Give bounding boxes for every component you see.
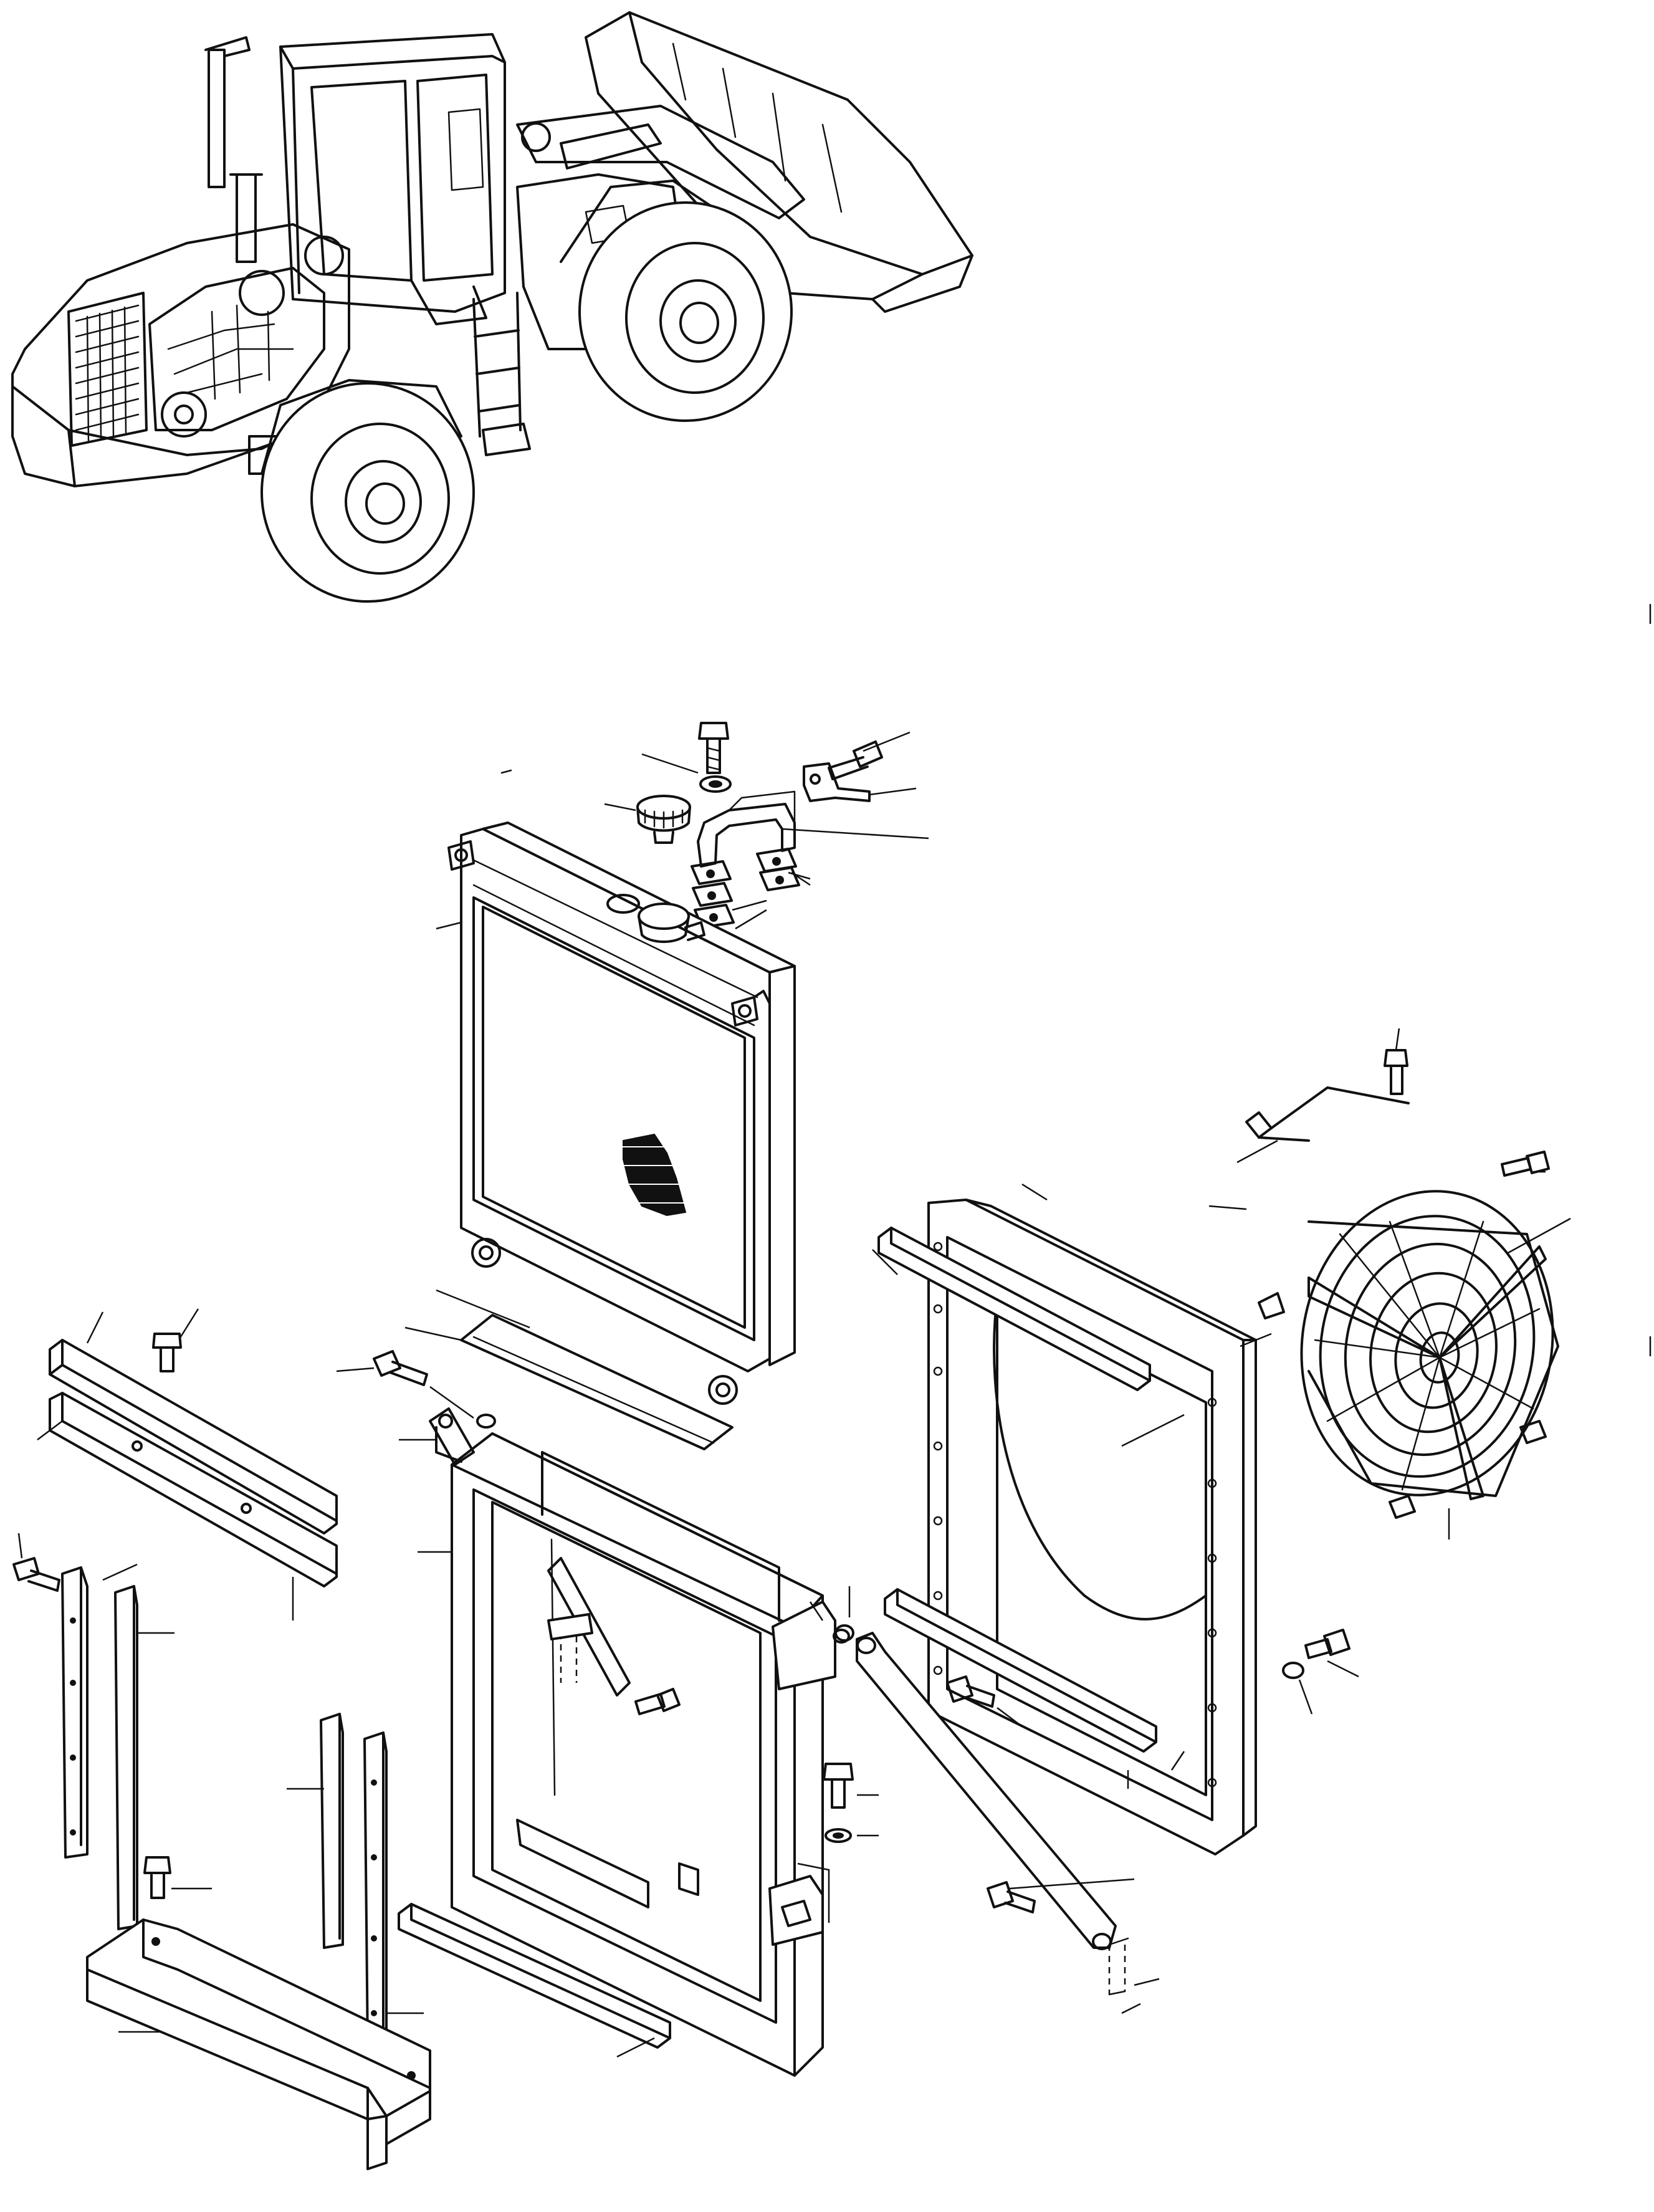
stay-rod-bolt-a bbox=[946, 1675, 995, 1708]
shroud-washer bbox=[1282, 1662, 1304, 1679]
seal-strip bbox=[460, 1314, 734, 1450]
hex-bolt-top bbox=[698, 722, 729, 774]
plate-bracket-small bbox=[803, 762, 871, 802]
loader-lift-arm bbox=[516, 105, 805, 219]
loader-front-wheel bbox=[560, 180, 793, 422]
loader-air-intake bbox=[229, 173, 263, 263]
loader-rear-wheel bbox=[261, 379, 475, 603]
radiator-core-mesh bbox=[623, 1133, 687, 1217]
fan-guard bbox=[1245, 1086, 1559, 1519]
shroud-bolt bbox=[1304, 1629, 1350, 1659]
left-side-strip-a bbox=[61, 1566, 88, 1859]
loader-cab bbox=[279, 33, 506, 325]
wheel-loader-overview bbox=[11, 11, 973, 603]
edge-mark-c bbox=[500, 769, 512, 774]
radiator-frame bbox=[451, 1432, 836, 2077]
frame-lower-bolt bbox=[823, 1763, 854, 1809]
frame-bolt bbox=[634, 1688, 681, 1715]
lock-washer-top bbox=[699, 775, 732, 793]
center-strip-b bbox=[363, 1731, 388, 2049]
fan-shroud bbox=[927, 1199, 1257, 1855]
top-left-bar bbox=[49, 1339, 338, 1535]
lower-bracket-bolt bbox=[143, 1856, 171, 1899]
loader-bucket bbox=[585, 11, 973, 313]
u-bracket-top bbox=[697, 803, 796, 868]
bottom-support-bracket bbox=[86, 1918, 431, 2170]
loader-tilt-cylinder bbox=[560, 123, 662, 170]
strap-bracket bbox=[373, 1350, 496, 1466]
top-mount-hardware bbox=[691, 722, 883, 929]
loader-rear-body bbox=[11, 223, 350, 487]
loader-exhaust-stack bbox=[204, 36, 251, 188]
radiator-cap bbox=[636, 795, 691, 844]
frame-lower-washer bbox=[825, 1828, 852, 1843]
center-strip-a bbox=[320, 1713, 344, 1949]
strap-bolt bbox=[373, 1350, 428, 1386]
frame-side-washer bbox=[833, 1629, 850, 1644]
loader-engine bbox=[148, 236, 344, 438]
loader-ladder bbox=[472, 292, 531, 456]
stay-rod-bolt-b bbox=[987, 1881, 1036, 1913]
top-left-bar-bolt bbox=[152, 1333, 182, 1372]
fan-guard-bolt-top bbox=[1384, 1049, 1408, 1095]
shim-plates bbox=[691, 848, 800, 929]
strap-washer bbox=[476, 1414, 496, 1429]
hex-bolt-side bbox=[828, 740, 883, 780]
loader-arm-pivot bbox=[521, 122, 551, 152]
left-side-bolt bbox=[12, 1557, 60, 1592]
radiator-core bbox=[447, 821, 796, 1405]
fan-guard-bolt-side bbox=[1501, 1151, 1550, 1177]
stay-rod bbox=[856, 1632, 1129, 1996]
loader-rear-grille bbox=[67, 292, 148, 447]
lock-washer-hole bbox=[709, 780, 722, 788]
leader-lines bbox=[17, 731, 1571, 2058]
stay-rod-washer bbox=[834, 1624, 854, 1642]
left-side-strip-b bbox=[114, 1585, 138, 1930]
